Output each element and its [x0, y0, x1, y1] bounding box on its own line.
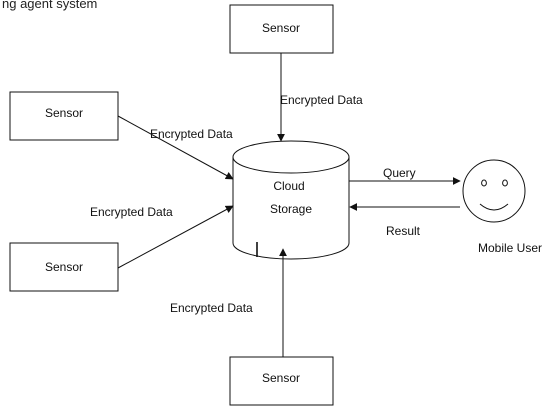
- edge-label-left-upper: Encrypted Data: [150, 127, 233, 141]
- arrow-left-upper-to-storage: [117, 115, 234, 180]
- sensor-top-label: Sensor: [262, 21, 300, 35]
- edge-label-left-lower: Encrypted Data: [90, 205, 173, 219]
- page-header-fragment: ng agent system: [2, 0, 98, 11]
- edge-label-bottom: Encrypted Data: [170, 301, 253, 315]
- sensor-left-upper-label: Sensor: [45, 106, 83, 120]
- sensor-left-lower-label: Sensor: [45, 260, 83, 274]
- cloud-storage-node: Cloud Storage: [232, 140, 350, 260]
- sensor-node-top: Sensor: [229, 4, 334, 54]
- edge-label-query: Query: [383, 166, 416, 180]
- edge-label-top: Encrypted Data: [280, 93, 363, 107]
- arrow-left-lower-to-storage: [117, 205, 234, 269]
- mobile-user-label: Mobile User: [478, 241, 542, 255]
- storage-label-line1: Cloud: [273, 179, 304, 193]
- smiley-face-icon: [462, 159, 526, 223]
- storage-label-line2: Storage: [270, 202, 312, 216]
- sensor-node-bottom: Sensor: [229, 356, 334, 406]
- sensor-bottom-label: Sensor: [262, 371, 300, 385]
- sensor-node-left-upper: Sensor: [9, 91, 119, 141]
- mobile-user-node: Mobile User: [462, 159, 542, 255]
- edge-label-result: Result: [386, 224, 421, 238]
- sensor-node-left-lower: Sensor: [9, 242, 119, 292]
